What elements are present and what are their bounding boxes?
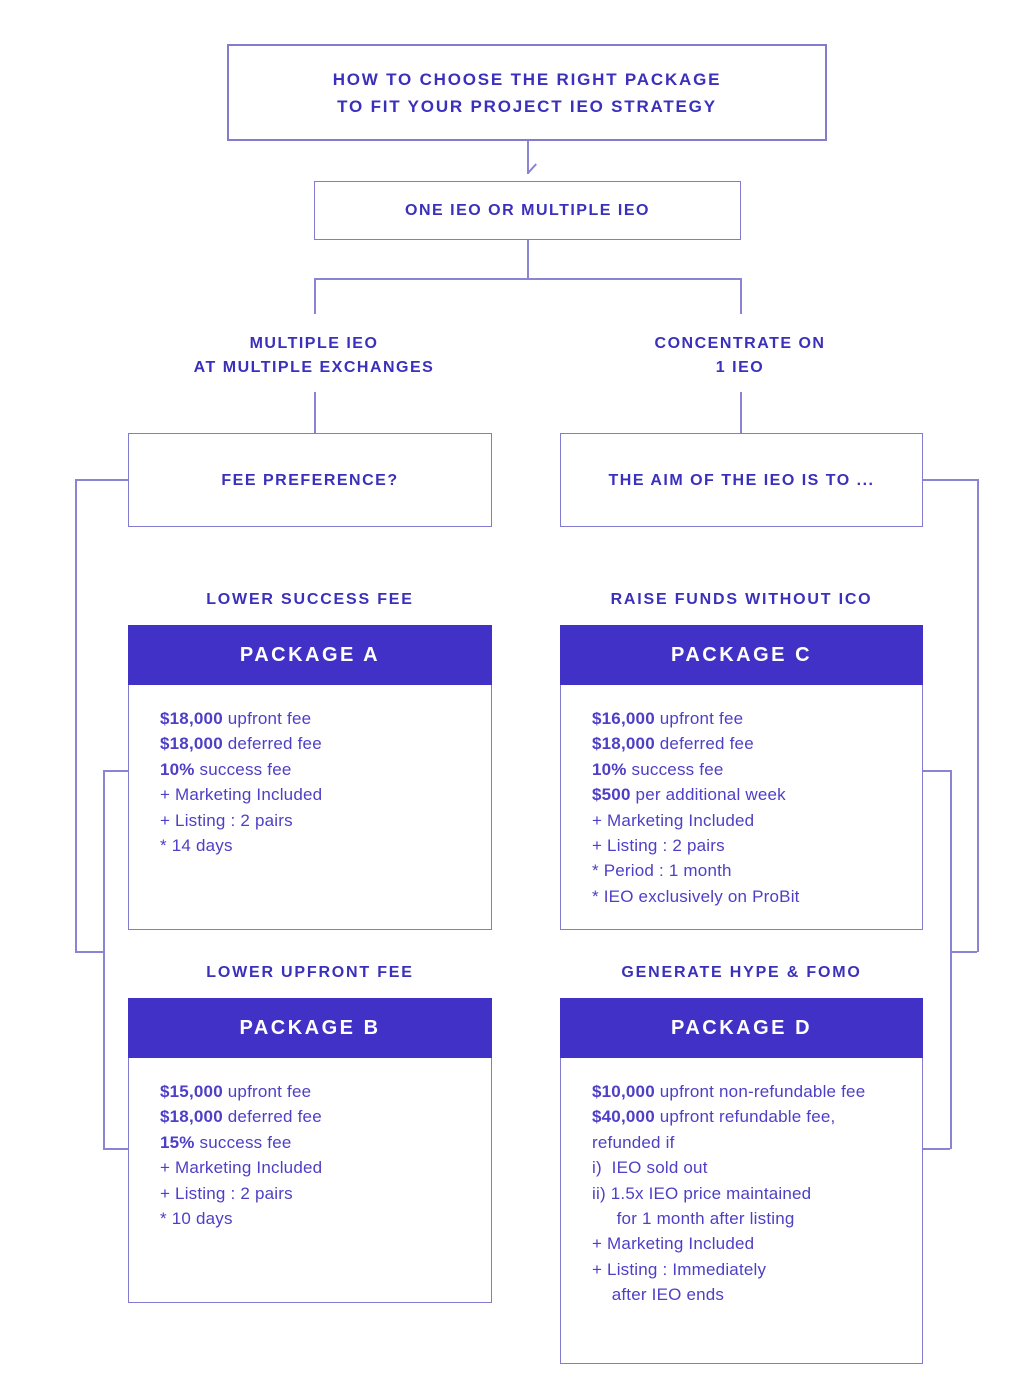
package-c-features: $16,000 upfront fee $18,000 deferred fee 1… [560, 685, 923, 930]
arrowhead-icon [527, 163, 537, 174]
package-a-header: PACKAGE A [128, 625, 492, 685]
package-feature: $500 per additional week [592, 785, 786, 805]
question-box-aim-of-ieo: THE AIM OF THE IEO IS TO ... [560, 433, 923, 527]
branch-label-multiple-ieo: MULTIPLE IEO AT MULTIPLE EXCHANGES [193, 335, 435, 376]
connector-line [977, 479, 979, 952]
package-b-features: $15,000 upfront fee $18,000 deferred fee 1… [128, 1058, 492, 1303]
section-label-lower-upfront-fee: LOWER UPFRONT FEE [206, 964, 414, 981]
package-feature: $18,000 upfront fee [160, 709, 312, 728]
package-feature: ii) 1.5x IEO price maintained [592, 1183, 812, 1203]
connector-line [740, 392, 742, 433]
connector-line [75, 479, 77, 952]
package-feature: $18,000 deferred fee [592, 734, 754, 754]
package-a-features: $18,000 upfront fee $18,000 deferred fee 1… [128, 685, 492, 930]
package-feature: $16,000 upfront fee [592, 709, 744, 728]
section-label-generate-hype-fomo: GENERATE HYPE & FOMO [621, 964, 862, 981]
package-c: RAISE FUNDS WITHOUT ICO PACKAGE C $16,00… [560, 590, 923, 930]
package-feature: + Marketing Included [160, 1158, 323, 1178]
package-feature: 15% success fee [160, 1132, 292, 1152]
package-feature: + Listing : 2 pairs [592, 836, 725, 856]
package-a: LOWER SUCCESS FEE PACKAGE A $18,000 upfr… [128, 590, 492, 930]
title-box: HOW TO CHOOSE THE RIGHT PACKAGE TO FIT Y… [227, 44, 827, 141]
package-feature: * 10 days [160, 1209, 233, 1229]
package-feature: i) IEO sold out [592, 1158, 708, 1178]
connector-line [923, 770, 950, 772]
package-feature: + Marketing Included [592, 1234, 755, 1254]
package-feature: $18,000 deferred fee [160, 734, 322, 754]
package-feature: 10% success fee [160, 759, 292, 779]
package-feature: after IEO ends [592, 1285, 725, 1305]
branch-label-concentrate-1-ieo: CONCENTRATE ON 1 IEO [654, 335, 826, 376]
connector-line [103, 770, 105, 1149]
connector-line [75, 479, 128, 481]
connector-line [923, 1148, 950, 1150]
package-feature: $40,000 upfront refundable fee, [592, 1107, 836, 1127]
connector-line [527, 240, 529, 278]
package-b-header: PACKAGE B [128, 998, 492, 1058]
package-feature: + Listing : 2 pairs [160, 1183, 293, 1203]
package-feature: + Listing : 2 pairs [160, 810, 293, 830]
package-feature: for 1 month after listing [592, 1209, 795, 1229]
package-feature: $15,000 upfront fee [160, 1082, 312, 1101]
package-feature: $10,000 upfront non-refundable fee [592, 1082, 866, 1101]
section-label-raise-funds-without-ico: RAISE FUNDS WITHOUT ICO [610, 591, 873, 608]
package-d-features: $10,000 upfront non-refundable fee $40,00… [560, 1058, 923, 1364]
page-title: HOW TO CHOOSE THE RIGHT PACKAGE TO FIT Y… [332, 69, 722, 116]
package-feature: refunded if [592, 1132, 675, 1152]
connector-line [923, 479, 977, 481]
package-feature: 10% success fee [592, 759, 724, 779]
package-feature: $18,000 deferred fee [160, 1107, 322, 1127]
package-feature: * Period : 1 month [592, 861, 732, 881]
package-feature: + Listing : Immediately [592, 1259, 767, 1279]
connector-line [314, 392, 316, 433]
package-d-header: PACKAGE D [560, 998, 923, 1058]
package-feature: * IEO exclusively on ProBit [592, 886, 800, 906]
question-label: THE AIM OF THE IEO IS TO ... [608, 471, 875, 489]
connector-line [314, 278, 741, 280]
connector-line [740, 278, 742, 314]
package-feature: + Marketing Included [160, 785, 323, 805]
package-c-header: PACKAGE C [560, 625, 923, 685]
package-feature: + Marketing Included [592, 810, 755, 830]
question-box-fee-preference: FEE PREFERENCE? [128, 433, 492, 527]
connector-line [103, 770, 128, 772]
connector-line [527, 141, 529, 174]
question-label: FEE PREFERENCE? [221, 471, 399, 489]
package-d: GENERATE HYPE & FOMO PACKAGE D $10,000 u… [560, 963, 923, 1364]
package-feature: * 14 days [160, 836, 233, 856]
connector-line [950, 770, 952, 1149]
connector-line [314, 278, 316, 314]
package-b: LOWER UPFRONT FEE PACKAGE B $15,000 upfr… [128, 963, 492, 1303]
connector-line [75, 951, 104, 953]
decision-label: ONE IEO OR MULTIPLE IEO [405, 202, 650, 219]
decision-box-one-or-multiple: ONE IEO OR MULTIPLE IEO [314, 181, 741, 240]
connector-line [950, 951, 977, 953]
connector-line [103, 1148, 128, 1150]
section-label-lower-success-fee: LOWER SUCCESS FEE [206, 591, 414, 608]
